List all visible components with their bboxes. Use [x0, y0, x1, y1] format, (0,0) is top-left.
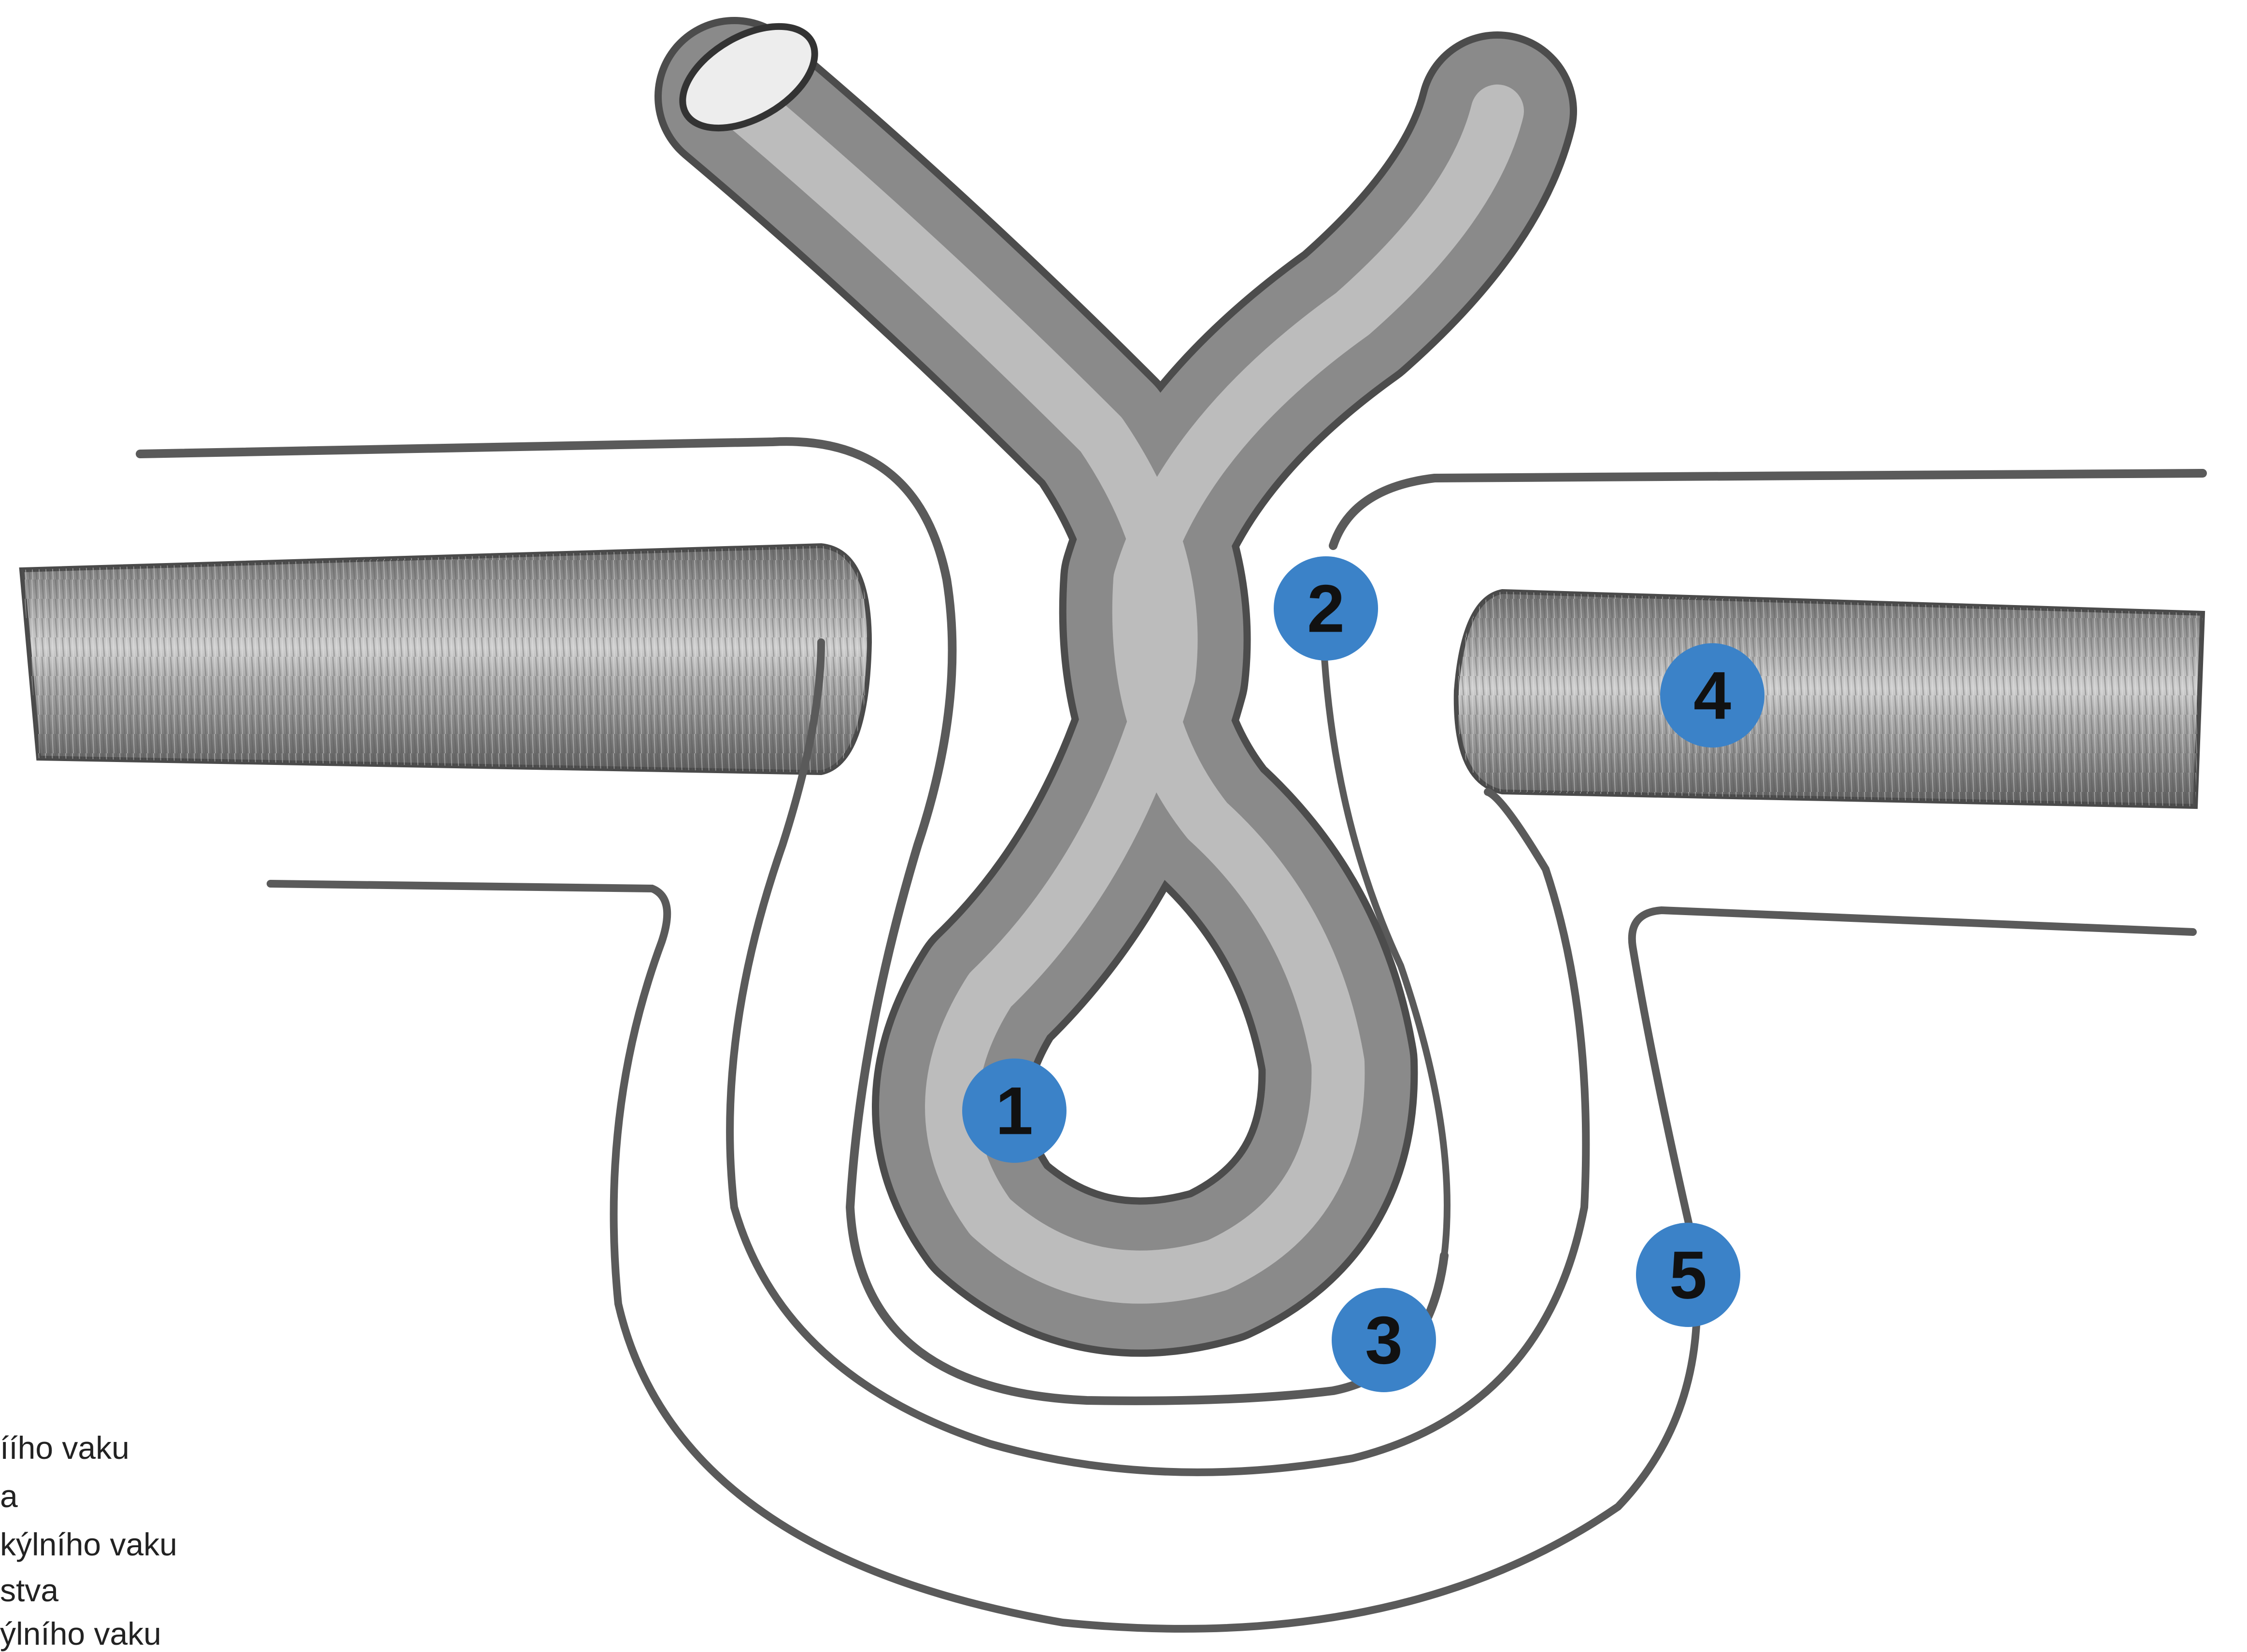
legend-item-5: ýlního vaku: [0, 1615, 161, 1652]
legend-item-3: kýlního vaku: [0, 1526, 177, 1563]
marker-label: 2: [1307, 571, 1345, 647]
marker-label: 4: [1693, 658, 1731, 734]
legend-item-1: íího vaku: [0, 1429, 129, 1466]
marker-1: 1: [962, 1059, 1067, 1163]
marker-label: 5: [1669, 1237, 1707, 1313]
marker-2: 2: [1274, 556, 1378, 661]
marker-4: 4: [1660, 643, 1764, 748]
muscle-bar-left: [22, 546, 869, 773]
marker-5: 5: [1636, 1223, 1740, 1327]
marker-3: 3: [1332, 1288, 1436, 1392]
legend-item-4: stva: [0, 1572, 58, 1609]
muscle-bar-right: [1456, 592, 2203, 806]
inner-layer-top-right: [1333, 473, 2203, 546]
marker-label: 3: [1365, 1302, 1403, 1378]
marker-label: 1: [996, 1073, 1033, 1149]
legend-item-2: a: [0, 1478, 18, 1514]
